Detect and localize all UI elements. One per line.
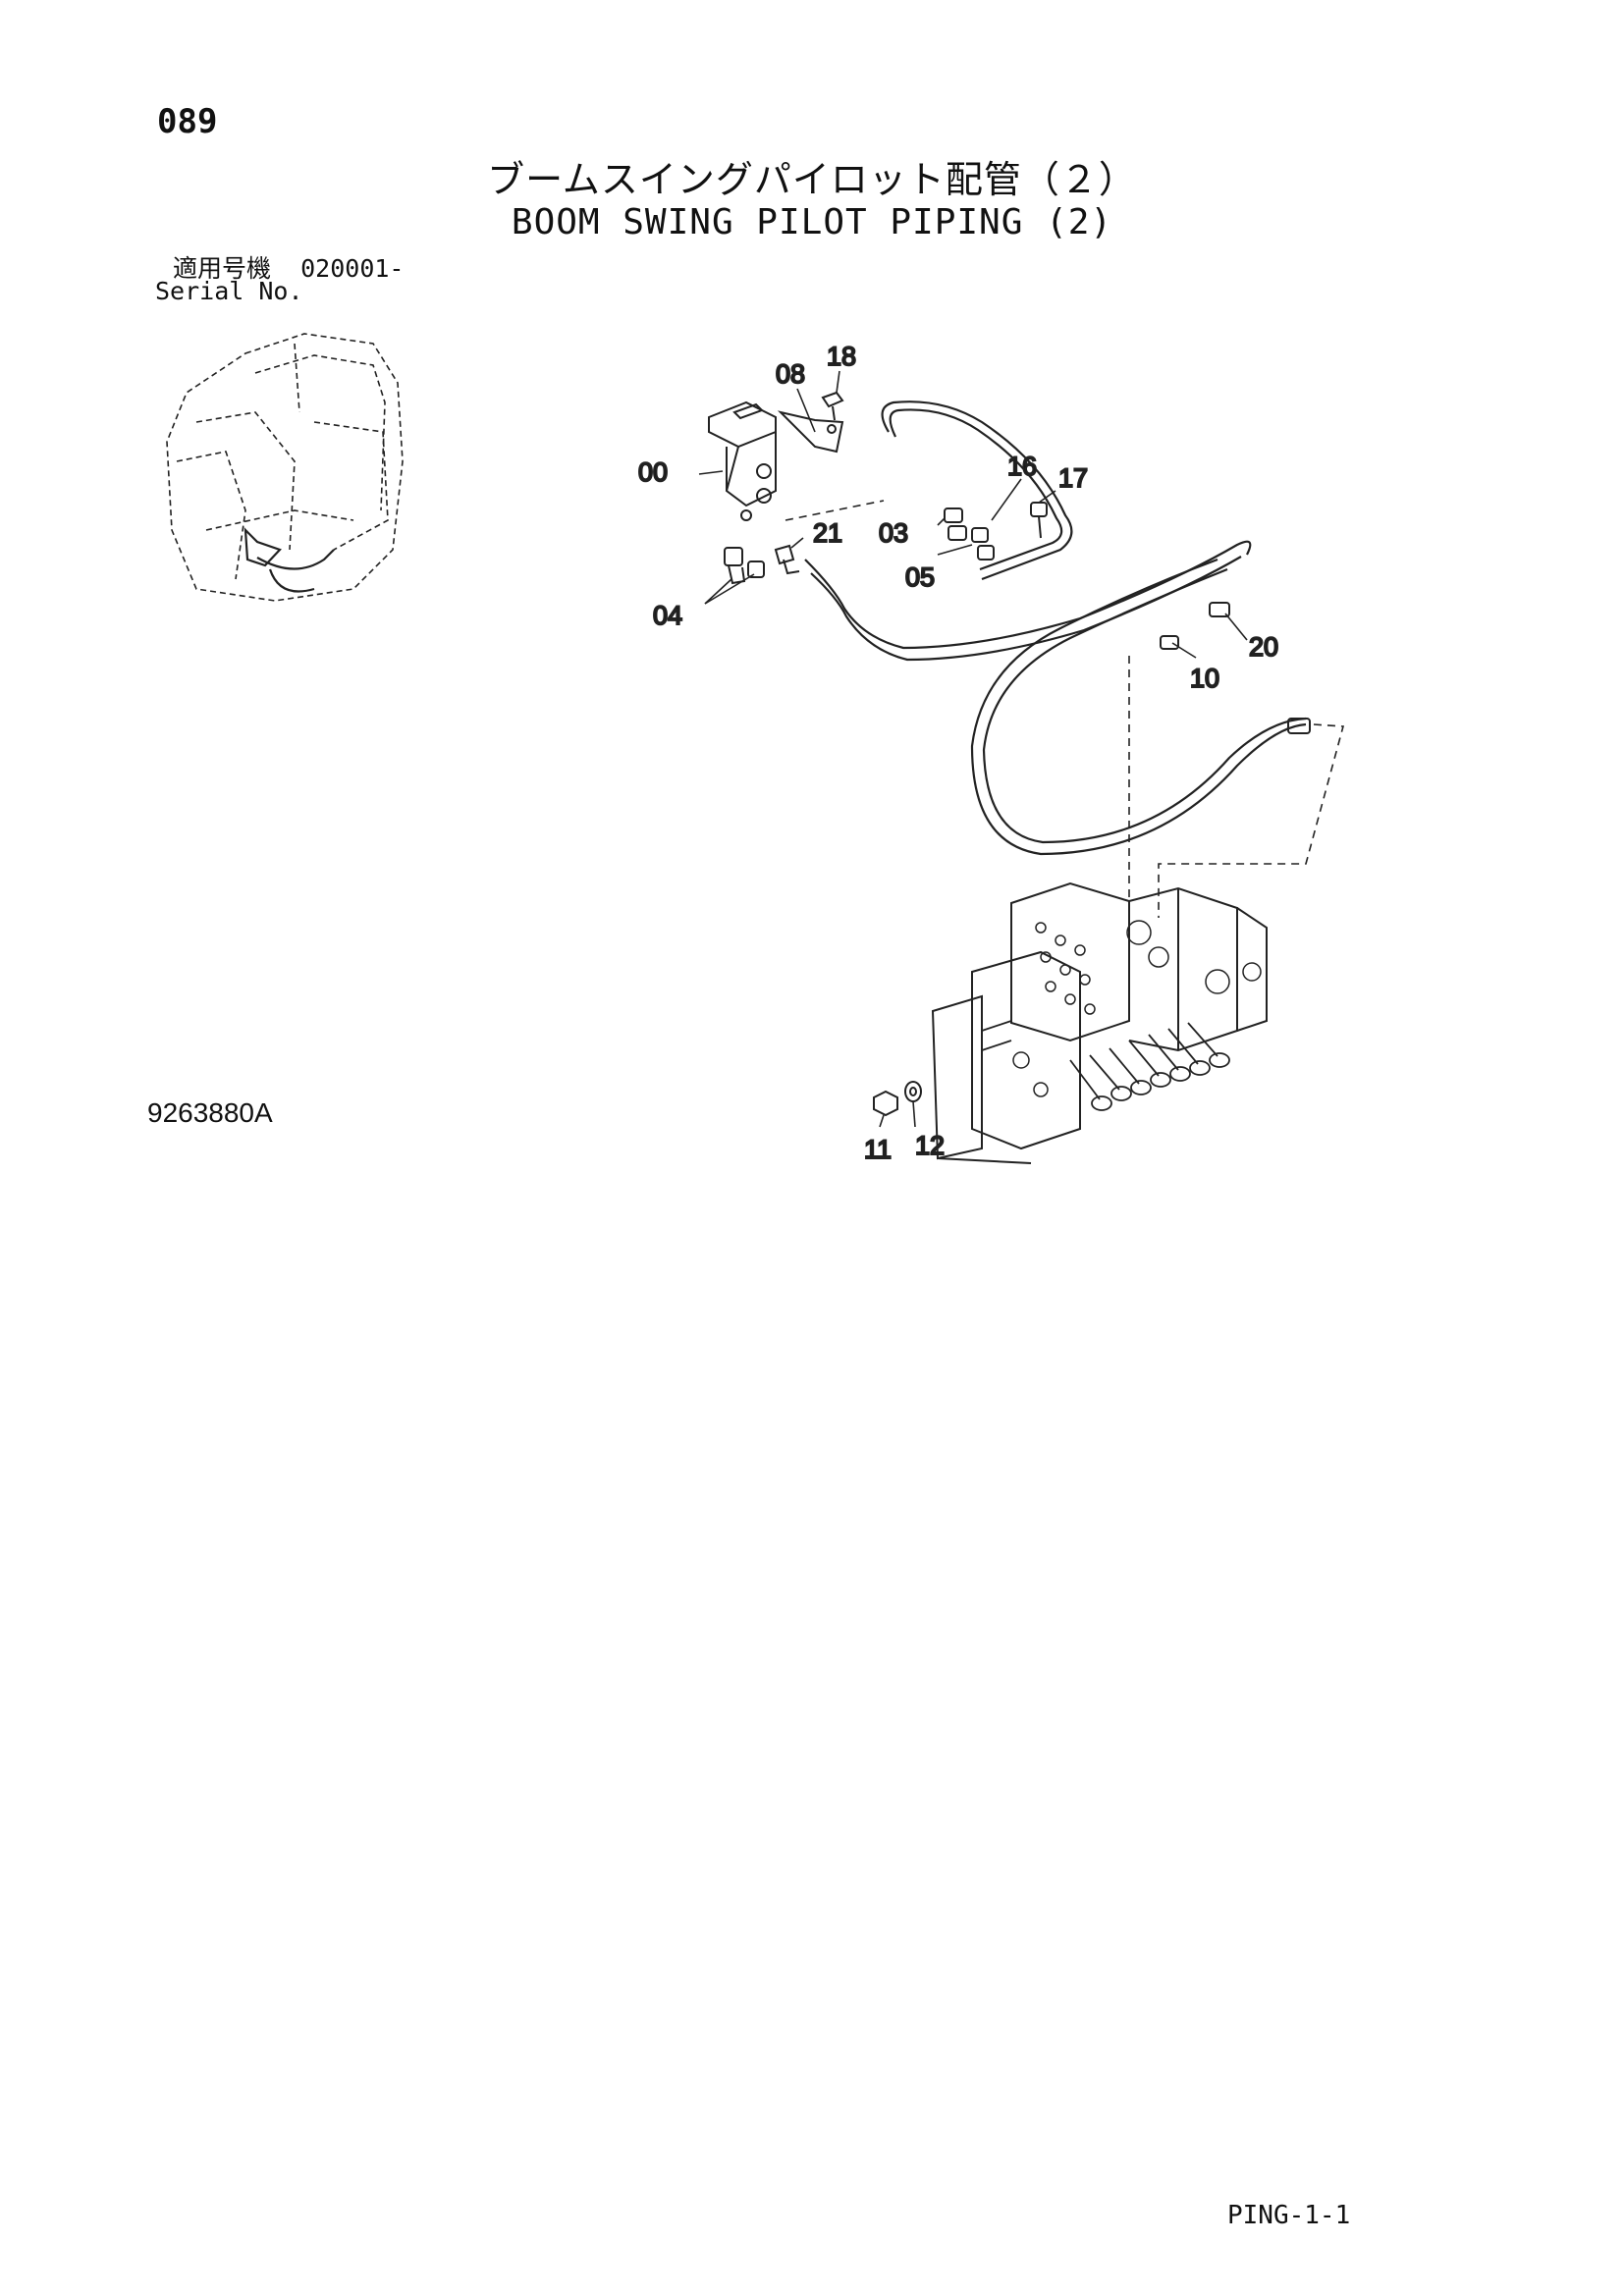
part-label-18: 18: [827, 342, 856, 371]
part-label-10: 10: [1190, 664, 1219, 693]
page-title-en: BOOM SWING PILOT PIPING (2): [511, 202, 1113, 242]
drawing-reference-code: 9263880A: [147, 1097, 273, 1128]
footer-page-code: PING-1-1: [1227, 2201, 1351, 2230]
serial-line-jp: 適用号機 020001-: [173, 249, 404, 285]
page-number: 089: [157, 102, 218, 141]
part-label-16: 16: [1007, 452, 1037, 481]
page-title-jp: ブームスイングパイロット配管（２）: [487, 158, 1137, 201]
elbow-fittings: [724, 544, 800, 585]
cab-location-sketch: [166, 333, 404, 602]
part-label-20: 20: [1249, 632, 1278, 662]
part-label-03: 03: [879, 518, 908, 548]
serial-value: 020001-: [300, 254, 405, 283]
part-label-00: 00: [638, 457, 668, 487]
part-label-08: 08: [776, 359, 805, 389]
valve-port-holes: [1012, 920, 1262, 1097]
label-leaders: [698, 370, 1248, 1128]
part-label-04: 04: [653, 601, 682, 630]
part-label-21: 21: [813, 518, 842, 548]
serial-label-en: Serial No.: [155, 277, 303, 305]
part-label-11: 11: [864, 1135, 892, 1164]
hoses: [804, 400, 1307, 856]
pilot-valve: [708, 400, 777, 521]
cab-location-highlight: [244, 527, 335, 593]
part-label-05: 05: [905, 562, 935, 592]
valve-spool-ends: [981, 1020, 1230, 1111]
part-label-17: 17: [1058, 463, 1088, 493]
serial-label-jp: 適用号機: [173, 254, 272, 283]
control-valve: [931, 881, 1268, 1164]
bracket: [777, 410, 844, 454]
part-label-12: 12: [915, 1131, 945, 1160]
bolt: [821, 391, 844, 421]
connection-leaders: [785, 500, 1345, 923]
hose-fittings: [944, 502, 1311, 734]
parts-diagram: 00 03 04 05 08 10 11 12 16 17 18 20 21: [166, 333, 1345, 1165]
